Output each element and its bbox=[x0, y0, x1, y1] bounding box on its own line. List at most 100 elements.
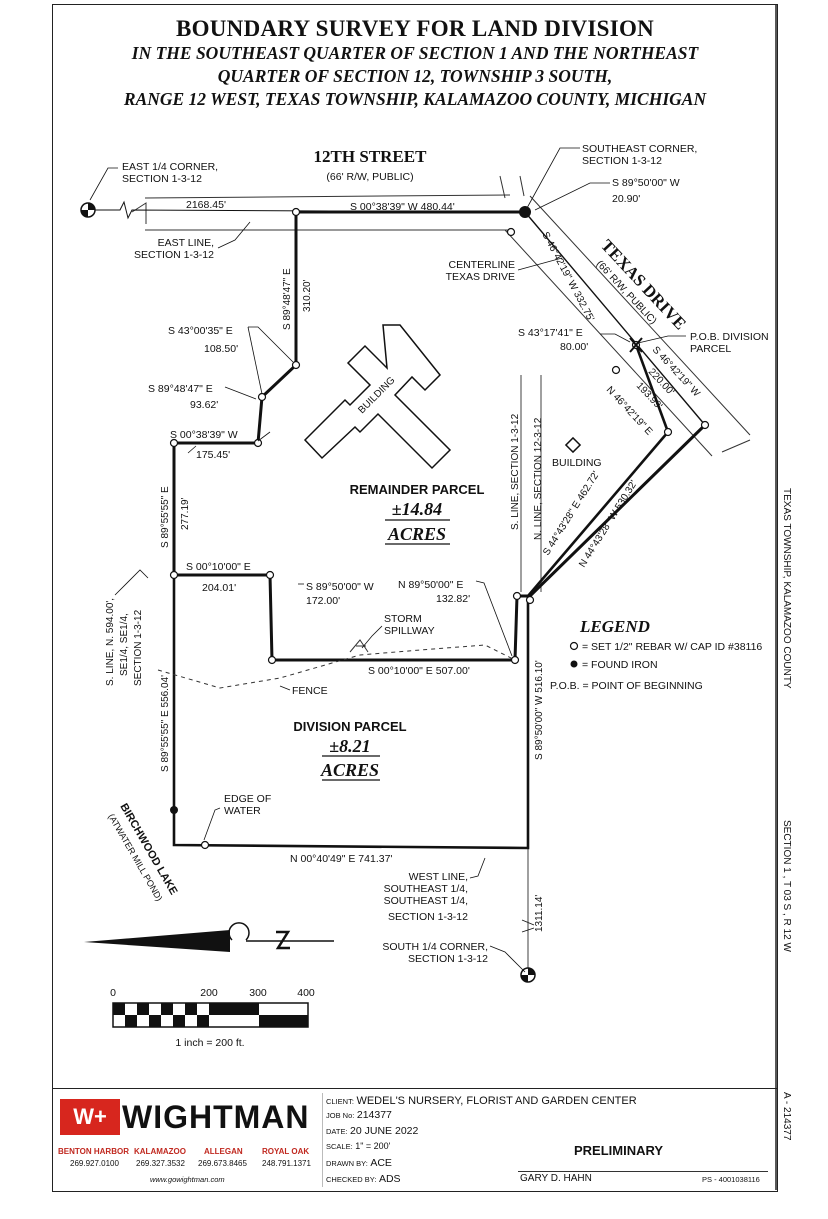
building-small-label: BUILDING bbox=[552, 457, 602, 469]
scale-note: 1 inch = 200 ft. bbox=[175, 1037, 244, 1049]
checked-label: CHECKED BY: bbox=[326, 1175, 377, 1184]
status-preliminary: PRELIMINARY bbox=[574, 1143, 664, 1158]
call-93-62: 93.62' bbox=[190, 399, 218, 411]
scale-tick-300: 300 bbox=[249, 987, 267, 999]
drawn-row: DRAWN BY: ACE bbox=[326, 1157, 392, 1169]
call-2168: 2168.45' bbox=[186, 199, 226, 211]
remainder-parcel-acres: ±14.84 bbox=[392, 499, 442, 519]
legend-rebar-symbol bbox=[569, 641, 579, 651]
division-parcel-unit: ACRES bbox=[320, 760, 379, 780]
north-arrow bbox=[84, 922, 334, 952]
call-s89-55-55-top: S 89°55'55" E bbox=[160, 486, 171, 548]
scale-tick-0: 0 bbox=[110, 987, 116, 999]
drawn-label: DRAWN BY: bbox=[326, 1159, 368, 1168]
title-line-1: BOUNDARY SURVEY FOR LAND DIVISION bbox=[175, 16, 655, 41]
call-s43-00-35: S 43°00'35" E bbox=[168, 325, 233, 337]
west-line-label-1: WEST LINE, bbox=[409, 871, 468, 883]
fence-line bbox=[157, 644, 516, 689]
call-s89-48-47-mid: S 89°48'47" E bbox=[148, 383, 213, 395]
call-172-00: 172.00' bbox=[306, 595, 340, 607]
city-royal-oak: ROYAL OAK bbox=[262, 1147, 310, 1156]
found-iron-markers bbox=[170, 806, 178, 814]
twelfth-street-row-label: (66' R/W, PUBLIC) bbox=[326, 171, 413, 183]
call-108-50: 108.50' bbox=[204, 343, 238, 355]
s-line-label-3: SECTION 1-3-12 bbox=[133, 609, 144, 686]
surveyor-name: GARY D. HAHN bbox=[520, 1173, 592, 1184]
side-section-label: SECTION 1 , T 03 S , R 12 W bbox=[781, 820, 792, 952]
s-line-label-2: SE1/4, SE1/4, bbox=[119, 613, 130, 676]
client-row: CLIENT: WEDEL'S NURSERY, FLORIST AND GAR… bbox=[326, 1095, 637, 1107]
storm-spillway bbox=[349, 639, 369, 653]
call-s43-17-41: S 43°17'41" E bbox=[518, 327, 583, 339]
city-kalamazoo: KALAMAZOO bbox=[134, 1147, 186, 1156]
website: www.gowightman.com bbox=[150, 1175, 225, 1184]
call-s00-10-00-507: S 00°10'00" E 507.00' bbox=[368, 665, 470, 677]
south-quarter-corner-label-1: SOUTH 1/4 CORNER, bbox=[382, 941, 488, 953]
wightman-logo-mark: W+ bbox=[60, 1099, 120, 1135]
legend-iron-symbol bbox=[570, 660, 578, 668]
phone-kalamazoo: 269.327.3532 bbox=[136, 1159, 185, 1168]
texas-drive-row bbox=[504, 195, 751, 457]
city-benton-harbor: BENTON HARBOR bbox=[58, 1147, 129, 1156]
scale-value: 1" = 200' bbox=[355, 1141, 391, 1151]
call-s89-55-55-556: S 89°55'55" E 556.04' bbox=[160, 675, 171, 772]
west-line-label-4: SECTION 1-3-12 bbox=[388, 911, 468, 923]
call-80-00: 80.00' bbox=[560, 341, 588, 353]
call-s00-10-00-left: S 00°10'00" E bbox=[186, 561, 251, 573]
call-s89-50-00-172: S 89°50'00" W bbox=[306, 581, 374, 593]
title-line-2: IN THE SOUTHEAST QUARTER OF SECTION 1 AN… bbox=[131, 43, 699, 63]
job-row: JOB No: 214377 bbox=[326, 1109, 392, 1121]
call-n89-50-00: N 89°50'00" E bbox=[398, 579, 463, 591]
call-204-01: 204.01' bbox=[202, 582, 236, 594]
call-310-20: 310.20' bbox=[302, 279, 313, 312]
division-parcel-acres: ±8.21 bbox=[329, 736, 370, 756]
south-quarter-corner-label-2: SECTION 1-3-12 bbox=[408, 953, 488, 965]
call-132-82: 132.82' bbox=[436, 593, 470, 605]
twelfth-street-row bbox=[131, 175, 525, 231]
call-175-45: 175.45' bbox=[196, 449, 230, 461]
side-job-label: A - 214377 bbox=[781, 1092, 792, 1141]
legend-rebar: = SET 1/2" REBAR W/ CAP ID #38116 bbox=[582, 641, 762, 653]
client-value: WEDEL'S NURSERY, FLORIST AND GARDEN CENT… bbox=[356, 1095, 637, 1107]
phone-royal-oak: 248.791.1371 bbox=[262, 1159, 311, 1168]
east-quarter-corner-monument bbox=[80, 202, 96, 218]
centerline-label-2: TEXAS DRIVE bbox=[446, 271, 515, 283]
building-small bbox=[564, 436, 582, 454]
call-n00-40-49: N 00°40'49" E 741.37' bbox=[290, 853, 392, 865]
pob-label-2: PARCEL bbox=[690, 343, 731, 355]
storm-spillway-label-2: SPILLWAY bbox=[384, 625, 435, 637]
east-line-label-1: EAST LINE, bbox=[158, 237, 214, 249]
call-1311-14: 1311.14' bbox=[534, 895, 545, 932]
date-row: DATE: 20 JUNE 2022 bbox=[326, 1125, 418, 1137]
scale-tick-400: 400 bbox=[297, 987, 315, 999]
drawn-value: ACE bbox=[370, 1157, 392, 1169]
legend-iron: = FOUND IRON bbox=[582, 659, 658, 671]
building-main-label: BUILDING bbox=[356, 375, 397, 416]
scale-label: SCALE: bbox=[326, 1142, 353, 1151]
legend-title: LEGEND bbox=[579, 617, 650, 636]
centerline-texas-drive bbox=[524, 211, 706, 426]
client-label: CLIENT: bbox=[326, 1097, 354, 1106]
se-corner-label-1: SOUTHEAST CORNER, bbox=[582, 143, 697, 155]
phone-benton-harbor: 269.927.0100 bbox=[70, 1159, 119, 1168]
se-corner-monument bbox=[519, 206, 531, 218]
se-corner-label-2: SECTION 1-3-12 bbox=[582, 155, 662, 167]
call-277-19: 277.19' bbox=[180, 497, 191, 530]
checked-value: ADS bbox=[378, 1173, 401, 1185]
centerline-label-1: CENTERLINE bbox=[448, 259, 515, 271]
storm-spillway-label-1: STORM bbox=[384, 613, 422, 625]
call-20-90: 20.90' bbox=[612, 193, 640, 205]
s-line-label-1: S. LINE, N. 594.00', bbox=[105, 598, 116, 686]
building-main bbox=[303, 324, 452, 470]
west-line-label-2: SOUTHEAST 1/4, bbox=[384, 883, 468, 895]
job-label: JOB No: bbox=[326, 1111, 355, 1120]
division-boundary bbox=[172, 344, 670, 850]
scale-row: SCALE: 1" = 200' bbox=[326, 1141, 390, 1151]
leader-lines bbox=[89, 147, 686, 973]
legend-pob: P.O.B. = POINT OF BEGINNING bbox=[550, 680, 703, 692]
checked-row: CHECKED BY: ADS bbox=[326, 1173, 401, 1185]
call-s00-38-39-mid: S 00°38'39" W bbox=[170, 429, 238, 441]
survey-title: BOUNDARY SURVEY FOR LAND DIVISION IN THE… bbox=[52, 16, 778, 111]
section-line-12th bbox=[90, 200, 526, 220]
